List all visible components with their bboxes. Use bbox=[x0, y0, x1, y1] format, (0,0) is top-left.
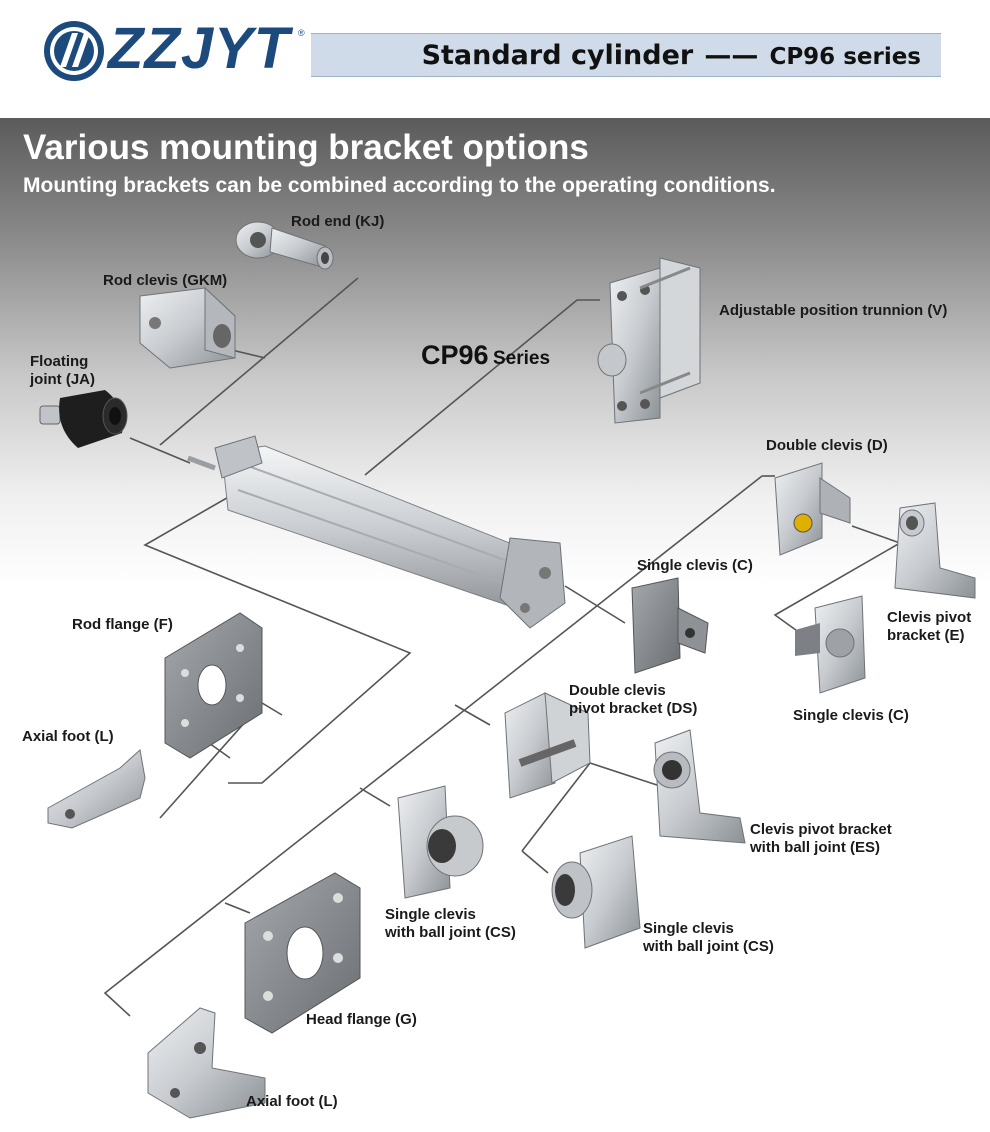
label-rod-end: Rod end (KJ) bbox=[291, 213, 385, 230]
single-clevis-ball-2-part bbox=[551, 835, 641, 949]
label-single-clevis-center: Single clevis (C) bbox=[637, 557, 753, 574]
label-rod-clevis: Rod clevis (GKM) bbox=[103, 272, 228, 289]
clevis-pivot-bracket-part bbox=[894, 502, 976, 599]
axial-foot-lower-part bbox=[147, 1007, 266, 1119]
rod-clevis-part bbox=[139, 286, 236, 369]
line-right-group bbox=[773, 525, 902, 634]
double-clevis-pivot-bracket-part bbox=[504, 692, 591, 799]
logo-icon bbox=[44, 21, 104, 81]
title-series: CP96 series bbox=[769, 44, 921, 70]
cp96-code: CP96 bbox=[421, 340, 489, 370]
label-clevis-pivot-line2: bracket (E) bbox=[887, 627, 965, 644]
label-cs2-line1: Single clevis bbox=[643, 920, 734, 937]
bracket-diagram bbox=[39, 221, 976, 1119]
label-floating-joint-line2: joint (JA) bbox=[30, 371, 95, 388]
mounting-options-panel: Various mounting bracket options Mountin… bbox=[0, 118, 990, 1132]
single-clevis-center-part bbox=[631, 577, 709, 674]
axial-foot-upper-part bbox=[47, 749, 146, 829]
cp96-series-word: Series bbox=[493, 348, 551, 369]
line-cs1 bbox=[359, 787, 391, 807]
page-title: Standard cylinder —— CP96 series bbox=[422, 37, 921, 78]
double-clevis-part bbox=[774, 462, 851, 556]
brand-logo-text: ZZJYT bbox=[108, 16, 291, 81]
registered-mark: ® bbox=[298, 28, 305, 38]
line-trunnion bbox=[364, 299, 600, 476]
cp96-series-label: CP96 Series bbox=[421, 340, 550, 371]
label-floating-joint-line1: Floating bbox=[30, 353, 89, 370]
label-ds-line1: Double clevis bbox=[569, 682, 666, 699]
line-cs2 bbox=[521, 762, 591, 852]
line-ds-branch bbox=[454, 704, 491, 726]
panel-subtitle: Mounting brackets can be combined accord… bbox=[23, 174, 776, 197]
label-cs2-line2: with ball joint (CS) bbox=[643, 938, 774, 955]
label-axial-foot-upper: Axial foot (L) bbox=[22, 728, 114, 745]
panel-title: Various mounting bracket options bbox=[23, 128, 589, 167]
label-single-clevis-right: Single clevis (C) bbox=[793, 707, 909, 724]
page-header: ZZJYT ® Standard cylinder —— CP96 series bbox=[0, 0, 990, 118]
title-dash: —— bbox=[704, 40, 759, 71]
adjustable-trunnion-part bbox=[597, 257, 701, 424]
line-floating bbox=[129, 437, 191, 464]
line-left-branch bbox=[143, 494, 412, 784]
line-es bbox=[589, 762, 661, 787]
label-rod-flange: Rod flange (F) bbox=[72, 616, 173, 633]
label-double-clevis-pivot: Double clevis pivot bracket (DS) bbox=[569, 682, 697, 718]
label-single-clevis-ball-2: Single clevis with ball joint (CS) bbox=[643, 920, 774, 956]
floating-joint-part bbox=[39, 390, 128, 448]
title-main: Standard cylinder bbox=[421, 40, 694, 71]
label-clevis-pivot-ball: Clevis pivot bracket with ball joint (ES… bbox=[750, 821, 892, 857]
rod-flange-part bbox=[164, 612, 263, 759]
label-cs1-line1: Single clevis bbox=[385, 906, 476, 923]
label-clevis-pivot-bracket: Clevis pivot bracket (E) bbox=[887, 609, 971, 645]
single-clevis-right-part bbox=[795, 595, 866, 694]
line-single-clevis bbox=[564, 585, 626, 624]
line-cs2-end bbox=[521, 850, 549, 874]
label-double-clevis: Double clevis (D) bbox=[766, 437, 888, 454]
head-flange-part bbox=[244, 872, 361, 1034]
label-single-clevis-ball-1: Single clevis with ball joint (CS) bbox=[385, 906, 516, 942]
single-clevis-ball-1-part bbox=[397, 785, 484, 899]
label-head-flange: Head flange (G) bbox=[306, 1011, 417, 1028]
label-adjustable-trunnion: Adjustable position trunnion (V) bbox=[719, 302, 948, 319]
line-head-flange bbox=[224, 902, 251, 914]
line-rod-end bbox=[159, 277, 359, 446]
label-axial-foot-lower: Axial foot (L) bbox=[246, 1093, 338, 1110]
cp96-cylinder bbox=[187, 435, 566, 629]
label-ds-line2: pivot bracket (DS) bbox=[569, 700, 698, 717]
label-es-line2: with ball joint (ES) bbox=[750, 839, 880, 856]
line-main-diagonal bbox=[103, 475, 763, 1017]
label-floating-joint: Floating joint (JA) bbox=[30, 353, 95, 389]
label-clevis-pivot-line1: Clevis pivot bbox=[887, 609, 972, 626]
rod-end-part bbox=[235, 221, 334, 270]
clevis-pivot-ball-part bbox=[653, 729, 746, 844]
title-band: Standard cylinder —— CP96 series bbox=[311, 33, 941, 77]
label-es-line1: Clevis pivot bracket bbox=[750, 821, 892, 838]
label-cs1-line2: with ball joint (CS) bbox=[385, 924, 516, 941]
